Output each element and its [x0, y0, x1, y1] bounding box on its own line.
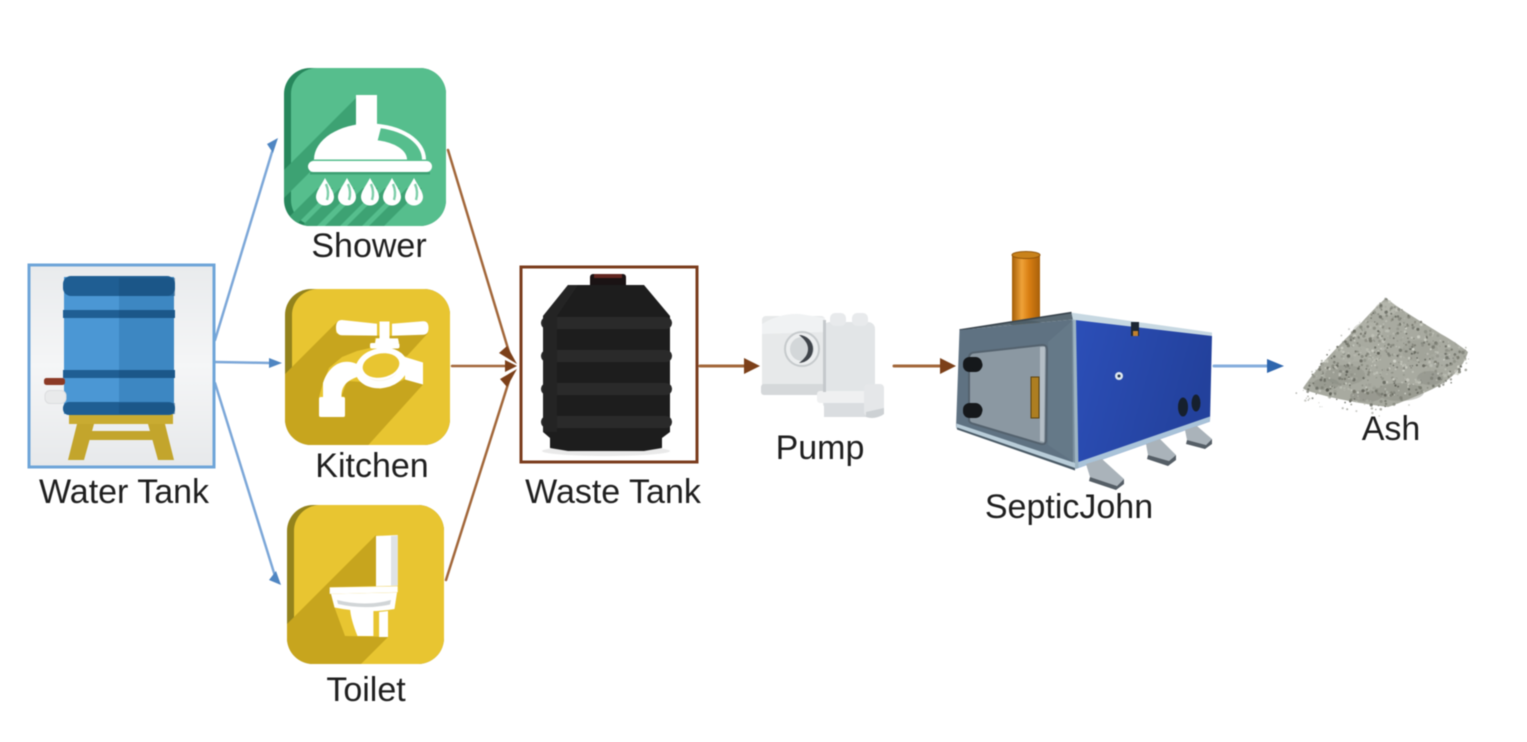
- svg-text:Waste Tank: Waste Tank: [525, 473, 702, 511]
- svg-text:Ash: Ash: [1362, 410, 1421, 448]
- svg-text:Kitchen: Kitchen: [315, 447, 428, 485]
- svg-text:Pump: Pump: [776, 429, 865, 467]
- svg-text:SepticJohn: SepticJohn: [985, 488, 1153, 526]
- svg-text:Water Tank: Water Tank: [39, 473, 210, 511]
- svg-text:Shower: Shower: [311, 227, 426, 265]
- svg-text:Toilet: Toilet: [326, 671, 406, 709]
